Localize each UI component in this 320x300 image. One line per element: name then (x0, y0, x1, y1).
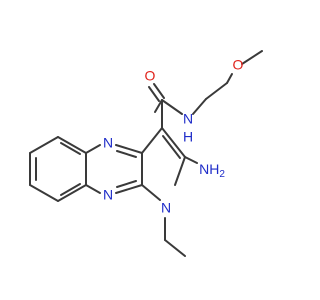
bond (154, 99, 163, 113)
ether-oxygen-label: O (233, 57, 244, 73)
bond (57, 136, 87, 154)
bond (161, 127, 186, 158)
bond (174, 156, 186, 186)
bond (115, 184, 143, 194)
amino-group-label: NH2 (199, 161, 225, 180)
bond (116, 180, 137, 188)
bond (85, 184, 101, 194)
bond (57, 184, 87, 202)
bond (153, 83, 165, 99)
bond (141, 127, 163, 154)
pyrazine-nitrogen-bottom-label: N (103, 187, 113, 203)
bond (226, 73, 233, 84)
amino-subscript-text: 2 (219, 169, 225, 180)
bond (85, 144, 101, 154)
amide-nitrogen-label: N (183, 111, 193, 127)
carbonyl-oxygen-label: O (145, 68, 156, 84)
molecule-structure: N N N NH2 N H O O (29, 50, 263, 257)
bond (148, 86, 160, 102)
bond (164, 239, 186, 257)
bond (141, 184, 161, 201)
bond (192, 98, 207, 115)
bonds (29, 50, 263, 257)
amino-nh-text: NH (199, 161, 219, 177)
bond (60, 183, 81, 196)
bond (161, 99, 183, 115)
bond (241, 50, 263, 65)
bond (162, 135, 181, 159)
amide-hydrogen-label: H (183, 129, 193, 145)
bond (116, 150, 137, 158)
bond (29, 184, 59, 202)
atom-labels: N N N NH2 N H O O (103, 57, 244, 216)
pyrazine-nitrogen-top-label: N (103, 135, 113, 151)
bond (205, 82, 228, 100)
bond (115, 144, 143, 154)
pyrrole-nitrogen-label: N (161, 200, 171, 216)
bond (184, 156, 198, 164)
bond (60, 142, 81, 155)
bond (29, 136, 59, 154)
